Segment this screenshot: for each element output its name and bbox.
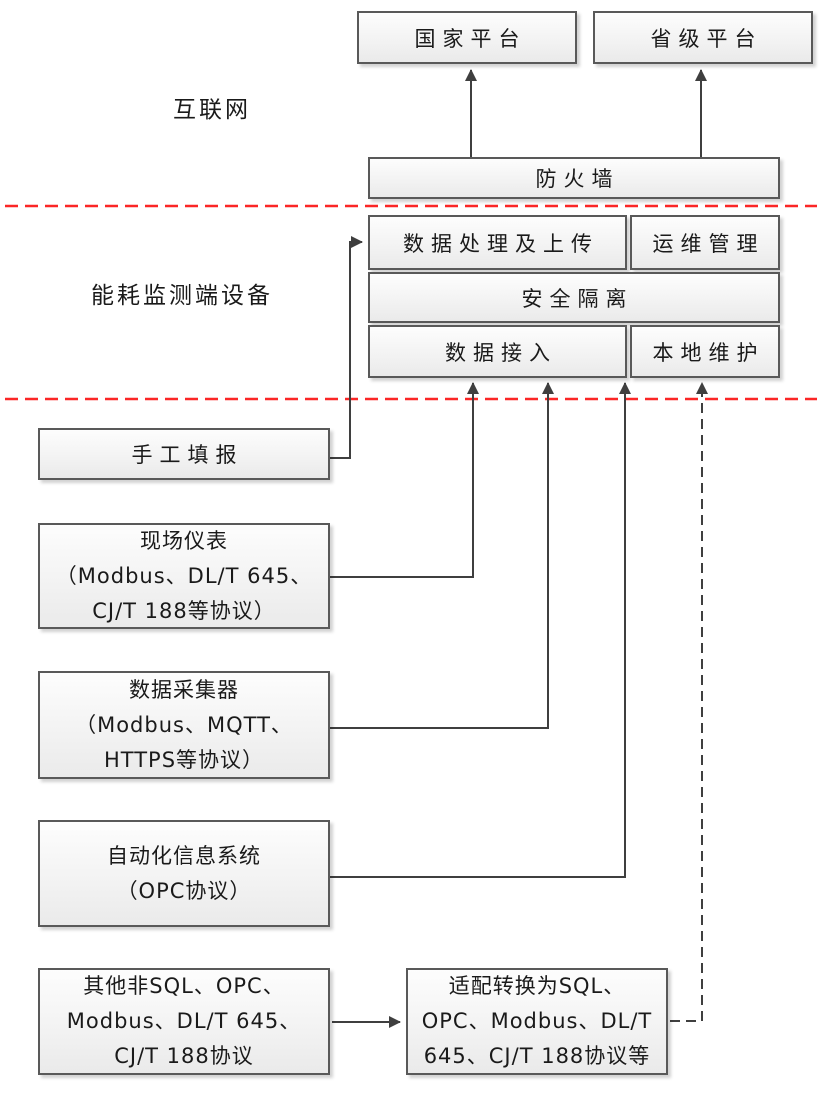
internet-label-text: 互联网 — [173, 97, 251, 123]
field-instruments-label: 现场仪表 （Modbus、DL/T 645、 CJ/T 188等协议） — [55, 528, 313, 623]
box-provincial-platform: 省级平台 — [593, 11, 813, 64]
box-other-protocols: 其他非SQL、OPC、 Modbus、DL/T 645、 CJ/T 188协议 — [38, 968, 330, 1075]
box-data-processing-upload: 数据处理及上传 — [368, 215, 627, 270]
other-protocols-label: 其他非SQL、OPC、 Modbus、DL/T 645、 CJ/T 188协议 — [66, 974, 302, 1068]
security-isolation-label: 安全隔离 — [521, 286, 634, 311]
zone-label-internet: 互联网 — [132, 90, 292, 124]
arrow-manual-entry-to-data-processing — [330, 236, 363, 459]
provincial-platform-label: 省级平台 — [650, 26, 763, 51]
box-security-isolation: 安全隔离 — [368, 272, 780, 323]
arrow-data-collector-to-data-access — [330, 382, 554, 729]
box-data-access: 数据接入 — [368, 325, 627, 378]
box-firewall: 防火墙 — [368, 157, 780, 199]
box-automation-system: 自动化信息系统 （OPC协议） — [38, 820, 330, 927]
data-access-label: 数据接入 — [445, 340, 557, 365]
box-local-maintenance: 本地维护 — [630, 325, 780, 378]
automation-system-label: 自动化信息系统 （OPC协议） — [107, 843, 261, 903]
box-field-instruments: 现场仪表 （Modbus、DL/T 645、 CJ/T 188等协议） — [38, 523, 330, 629]
box-data-collector: 数据采集器 （Modbus、MQTT、 HTTPS等协议） — [38, 671, 330, 779]
national-platform-label: 国家平台 — [414, 26, 527, 51]
box-national-platform: 国家平台 — [357, 11, 577, 64]
box-manual-entry: 手工填报 — [38, 428, 330, 480]
box-operations-management: 运维管理 — [630, 215, 780, 270]
manual-entry-label: 手工填报 — [131, 443, 244, 467]
data-processing-upload-label: 数据处理及上传 — [403, 231, 599, 256]
zone-label-device: 能耗监测端设备 — [72, 276, 292, 310]
arrow-automation-system-to-data-access — [330, 382, 631, 878]
data-collector-label: 数据采集器 （Modbus、MQTT、 HTTPS等协议） — [75, 677, 293, 772]
arrow-field-instruments-to-data-access — [330, 382, 479, 578]
firewall-label: 防火墙 — [535, 167, 620, 191]
local-maintenance-label: 本地维护 — [652, 340, 765, 365]
adapter-label: 适配转换为SQL、 OPC、Modbus、DL/T 645、CJ/T 188协议… — [421, 974, 653, 1068]
operations-management-label: 运维管理 — [652, 231, 765, 256]
box-adapter: 适配转换为SQL、 OPC、Modbus、DL/T 645、CJ/T 188协议… — [406, 968, 668, 1075]
dashed-arrow-adapter-to-local-maintenance — [670, 382, 708, 1022]
device-label-text: 能耗监测端设备 — [91, 283, 273, 309]
